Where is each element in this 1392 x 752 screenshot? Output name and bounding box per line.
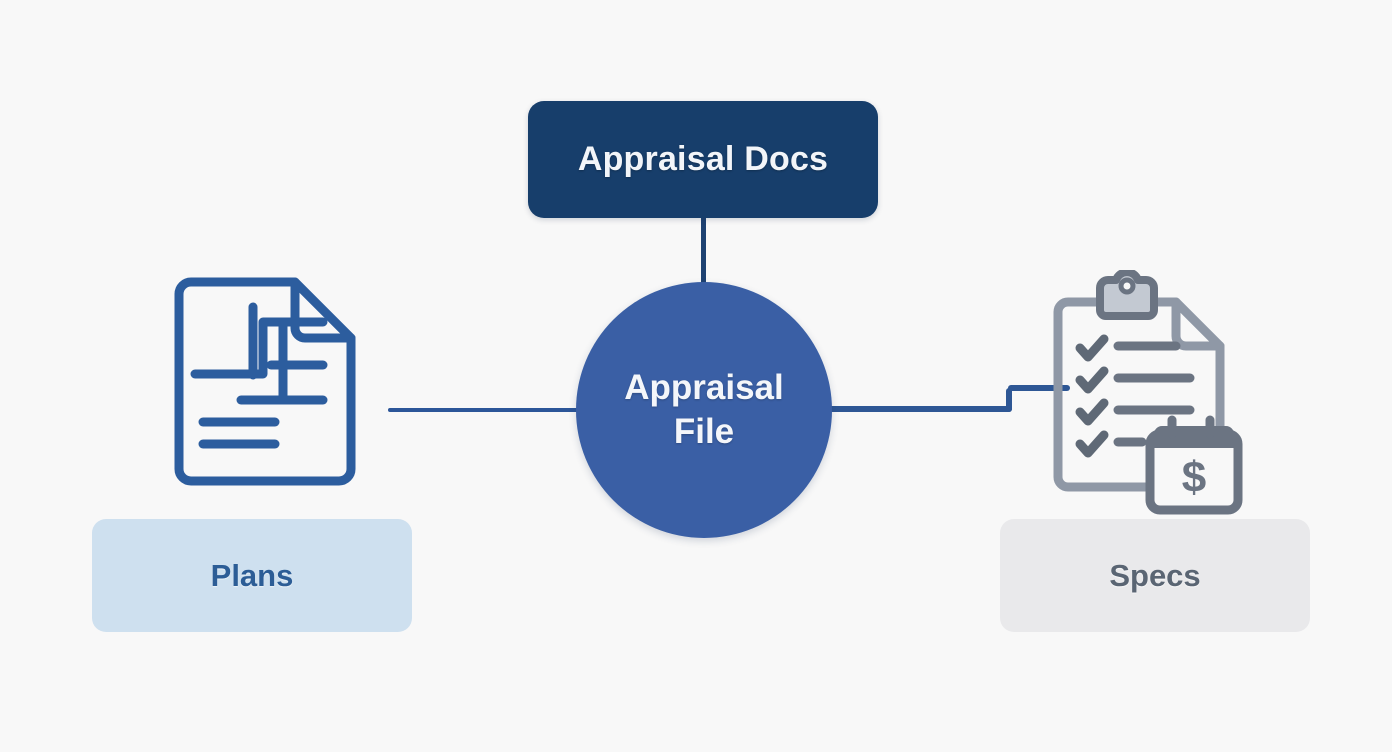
connector-plans-to-file: [388, 408, 588, 412]
svg-text:$: $: [1182, 453, 1206, 502]
node-appraisal-file[interactable]: Appraisal File: [576, 282, 832, 538]
node-appraisal-docs[interactable]: Appraisal Docs: [528, 101, 878, 218]
connector-file-to-specs-segment-vertical: [1006, 388, 1012, 412]
pill-specs-label: Specs: [1109, 557, 1201, 593]
node-appraisal-file-label-line2: File: [673, 412, 735, 451]
node-appraisal-docs-label: Appraisal Docs: [577, 140, 829, 178]
connector-file-to-specs-segment-top: [1008, 385, 1070, 391]
clipboard-checklist-icon: $: [1038, 270, 1248, 515]
connector-file-to-specs-segment-horizontal: [822, 406, 1012, 412]
pill-plans-label: Plans: [210, 557, 294, 593]
pill-specs[interactable]: Specs: [1000, 519, 1310, 632]
connector-docs-to-file: [701, 214, 706, 292]
pill-plans[interactable]: Plans: [92, 519, 412, 632]
blueprint-document-icon: [165, 274, 365, 489]
node-appraisal-file-label-line1: Appraisal: [624, 368, 784, 408]
